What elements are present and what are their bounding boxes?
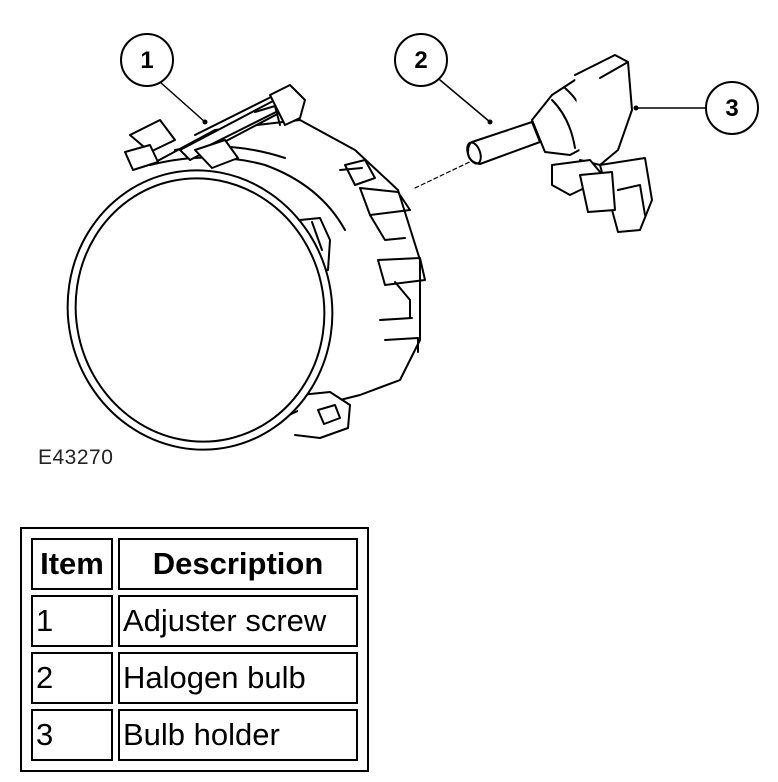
leader-line-1 bbox=[159, 81, 206, 123]
bulb-holder bbox=[551, 54, 653, 233]
legend-header-description: Description bbox=[118, 538, 358, 590]
assembly-line bbox=[414, 157, 479, 189]
legend-item-number: 2 bbox=[31, 652, 113, 704]
legend-item-description: Adjuster screw bbox=[118, 595, 358, 647]
legend-row: 2 Halogen bulb bbox=[31, 652, 358, 704]
callout-2-label: 2 bbox=[414, 47, 427, 74]
legend-item-number: 3 bbox=[31, 709, 113, 761]
legend-table: Item Description 1 Adjuster screw 2 Halo… bbox=[26, 533, 363, 766]
callout-3-label: 3 bbox=[725, 95, 738, 122]
leader-line-2 bbox=[439, 79, 491, 123]
legend-header-item: Item bbox=[31, 538, 113, 590]
legend-table-frame: Item Description 1 Adjuster screw 2 Halo… bbox=[20, 527, 369, 772]
figure-code: E43270 bbox=[38, 446, 114, 469]
callout-2: 2 bbox=[394, 33, 448, 87]
legend-item-description: Halogen bulb bbox=[118, 652, 358, 704]
adjuster-screw bbox=[124, 84, 306, 171]
callout-1: 1 bbox=[120, 33, 174, 87]
fog-lamp-exploded-diagram: 1 2 3 bbox=[66, 33, 759, 451]
callout-3: 3 bbox=[705, 81, 759, 135]
callout-1-label: 1 bbox=[140, 47, 153, 74]
legend-row: 1 Adjuster screw bbox=[31, 595, 358, 647]
lamp-lens bbox=[66, 169, 334, 451]
legend-row: 3 Bulb holder bbox=[31, 709, 358, 761]
legend-item-number: 1 bbox=[31, 595, 113, 647]
legend-header-row: Item Description bbox=[31, 538, 358, 590]
legend-item-description: Bulb holder bbox=[118, 709, 358, 761]
